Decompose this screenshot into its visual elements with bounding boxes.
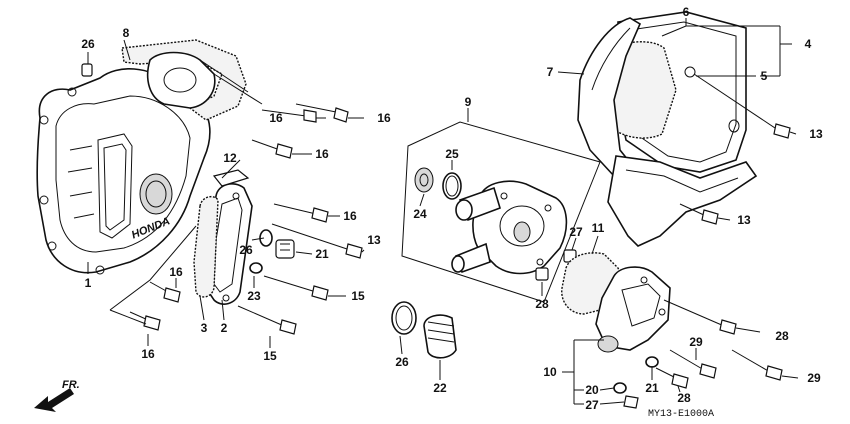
callout-3: 3 [201, 321, 208, 335]
bolt-27 [623, 395, 639, 409]
washer-21-b [645, 356, 659, 368]
o-ring-24 [259, 229, 273, 247]
callout-15-b: 15 [263, 349, 277, 363]
callout-16-b-text: 16 [377, 111, 391, 125]
callout-2: 2 [221, 321, 228, 335]
lower-shroud [607, 155, 758, 247]
dowel-pin-left [81, 63, 93, 77]
callout-16-c: 16 [343, 209, 357, 223]
leader-lines [87, 18, 799, 405]
water-housing-10 [595, 266, 671, 353]
oil-plug-18 [275, 239, 295, 259]
front-direction-label: FR. [62, 379, 80, 391]
callouts-lower-right: 20 21 28 28 29 29 28 29 [585, 381, 659, 397]
callouts: 26 8 1 3 2 12 26 21 23 16 16 15 15 13 16… [81, 5, 823, 395]
callout-5: 5 [761, 69, 768, 83]
bolt-16-c [273, 203, 329, 223]
bolt-16-a [261, 109, 317, 123]
front-direction-arrow: FR. [34, 379, 80, 412]
callout-13-b-text: 13 [737, 213, 751, 227]
callout-12: 12 [223, 151, 237, 165]
callout-8: 8 [123, 26, 130, 40]
callout-16-d: 16 [169, 265, 183, 279]
callout-13-a: 13 [809, 127, 823, 141]
bolt-28-b [655, 367, 689, 389]
callout-22: 24 [413, 207, 427, 221]
callout-18: 21 [315, 247, 329, 261]
bolt-16-d [149, 281, 181, 303]
cover-water-boss [146, 51, 263, 109]
callout-29-b: 29 [807, 371, 821, 385]
bolt-14 [271, 223, 363, 259]
callout-6: 6 [683, 5, 690, 19]
bolt-15-a [263, 275, 329, 301]
callout-21-lower-right: 21 [645, 381, 659, 395]
callout-26-middle: 27 [569, 225, 583, 239]
callout-28-b-final: 28 [677, 391, 691, 405]
bolt-15-b [237, 305, 297, 335]
bolt-29-b [731, 349, 783, 381]
callout-29-a: 29 [689, 335, 703, 349]
callout-14: 13 [367, 233, 381, 247]
bolt-16-b [295, 103, 349, 123]
dowel-pin-lower [535, 267, 549, 281]
bolt-13-b [679, 203, 719, 225]
washer-20 [249, 262, 263, 274]
water-pump [451, 180, 568, 275]
callout-4: 4 [805, 37, 812, 51]
callout-20: 23 [247, 289, 261, 303]
callout-11: 11 [592, 221, 605, 235]
left-crankcase-cover: HONDA [36, 68, 211, 275]
callout-10: 10 [543, 365, 557, 379]
bolt-13-a [693, 73, 791, 139]
o-ring-25 [391, 301, 417, 335]
bolt-16-e [129, 311, 161, 331]
callout-15-a: 15 [351, 289, 365, 303]
callout-16-e: 16 [141, 347, 155, 361]
seal-22 [414, 167, 434, 193]
bolt-29-a [669, 349, 717, 379]
drawing-code: MY13-E1000A [648, 409, 714, 420]
cap-19 [423, 314, 457, 359]
callout-28-a: 28 [775, 329, 789, 343]
callout-21-lower-left: 20 [585, 383, 599, 397]
callout-26-lower: 28 [535, 297, 549, 311]
water-pump-frame [401, 121, 601, 303]
bolt-28-a [663, 299, 737, 335]
callout-16-a: 16 [269, 111, 283, 125]
bolt-17 [251, 139, 293, 159]
callout-23: 25 [445, 147, 459, 161]
callout-26-left: 26 [81, 37, 95, 51]
callout-9: 9 [465, 95, 472, 109]
o-ring-23 [442, 172, 462, 200]
callout-1: 1 [85, 276, 92, 290]
washer-21-a [613, 382, 627, 394]
hose-clamp [212, 169, 250, 187]
callout-25: 26 [395, 355, 409, 369]
callout-17: 16 [315, 147, 329, 161]
callout-7: 7 [547, 65, 554, 79]
callout-24: 26 [239, 243, 253, 257]
callout-19: 22 [433, 381, 447, 395]
callout-27-final: 27 [585, 398, 599, 412]
